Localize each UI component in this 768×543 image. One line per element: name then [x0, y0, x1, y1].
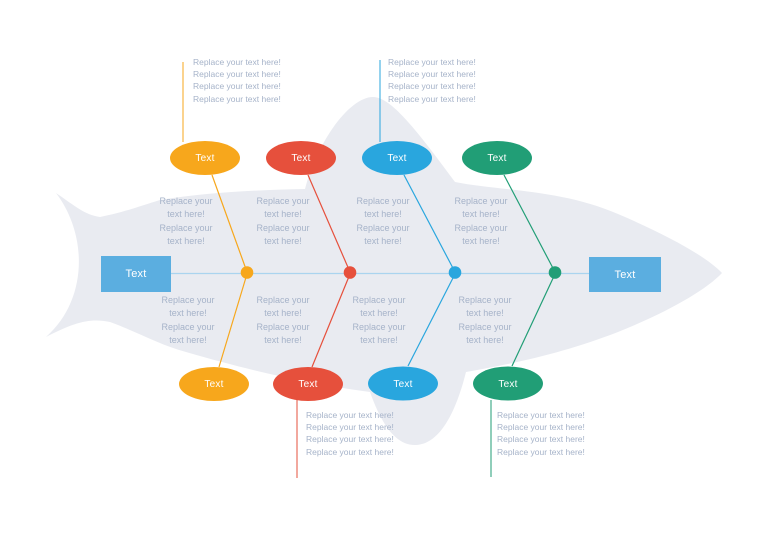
top-branch-ellipse-3[interactable] — [362, 141, 432, 175]
head-node-shape[interactable] — [101, 256, 171, 292]
bottom-branch-note-2[interactable]: Replace your text here! Replace your tex… — [256, 295, 310, 346]
fish-silhouette — [46, 97, 722, 446]
top-branch-note-2[interactable]: Replace your text here! Replace your tex… — [256, 196, 310, 247]
bottom-branch-line-3 — [407, 273, 456, 367]
bottom-branch-line-1 — [218, 273, 248, 368]
top-branch-note-4[interactable]: Replace your text here! Replace your tex… — [454, 196, 508, 247]
top-branch-line-3 — [403, 174, 456, 273]
top-branch-ellipse-1[interactable] — [170, 141, 240, 175]
top-branch-note-3[interactable]: Replace your text here! Replace your tex… — [356, 196, 410, 247]
bottom-branch-ellipse-2[interactable] — [273, 367, 343, 401]
bottom-branch-ellipse-4[interactable] — [473, 366, 543, 401]
top-branch-line-2 — [307, 174, 351, 273]
bottom-branch-note-4[interactable]: Replace your text here! Replace your tex… — [458, 295, 512, 346]
bottom-branch-note-3[interactable]: Replace your text here! Replace your tex… — [352, 295, 406, 346]
spine-joint-3[interactable] — [448, 266, 462, 279]
spine-joint-1[interactable] — [240, 266, 254, 279]
top-branch-ellipse-4[interactable] — [462, 141, 532, 175]
top-branch-note-1[interactable]: Replace your text here! Replace your tex… — [159, 196, 213, 247]
spine-joint-4[interactable] — [548, 266, 562, 279]
spine-joint-2[interactable] — [343, 266, 357, 279]
detail-block-top-left[interactable]: Replace your text here! Replace your tex… — [193, 57, 281, 104]
bottom-branch-ellipse-1[interactable] — [179, 367, 249, 401]
top-branch-line-1 — [211, 174, 248, 273]
tail-node-shape[interactable] — [589, 257, 661, 292]
detail-block-bottom-center[interactable]: Replace your text here! Replace your tex… — [306, 410, 394, 457]
detail-block-bottom-right[interactable]: Replace your text here! Replace your tex… — [497, 410, 585, 457]
bottom-branch-line-4 — [511, 273, 556, 367]
top-branch-ellipse-2[interactable] — [266, 141, 336, 175]
bottom-branch-ellipse-3[interactable] — [368, 366, 438, 401]
bottom-branch-note-1[interactable]: Replace your text here! Replace your tex… — [161, 295, 215, 346]
top-branch-line-4 — [503, 174, 556, 273]
detail-block-top-center[interactable]: Replace your text here! Replace your tex… — [388, 57, 476, 104]
bottom-branch-line-2 — [311, 273, 351, 368]
